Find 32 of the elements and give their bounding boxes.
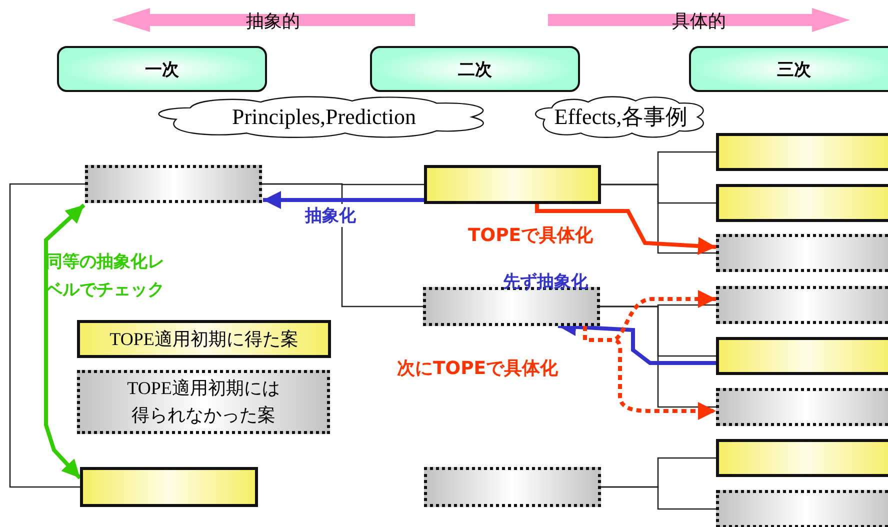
key-box: TOPE適用初期には得られなかった案 xyxy=(77,370,330,434)
edge-label: TOPEで具体化 xyxy=(468,224,594,247)
idea-box xyxy=(85,165,262,203)
key-box: TOPE適用初期に得た案 xyxy=(77,320,331,358)
edge-label: 次にTOPEで具体化 xyxy=(397,357,558,380)
axis-label: 具体的 xyxy=(672,10,726,33)
idea-box xyxy=(716,490,888,527)
arrow xyxy=(263,191,424,209)
idea-box xyxy=(716,388,888,426)
level-box: 二次 xyxy=(370,46,580,92)
idea-box xyxy=(424,467,601,507)
idea-box xyxy=(716,133,888,171)
idea-box xyxy=(716,184,888,222)
connector-line xyxy=(262,183,423,308)
idea-box xyxy=(424,165,601,204)
connector-line xyxy=(601,184,716,254)
idea-box xyxy=(716,439,888,477)
arrow xyxy=(44,204,86,480)
edge-label: 先ず抽象化 xyxy=(503,271,588,293)
connector-line xyxy=(601,486,716,510)
connector-line xyxy=(9,183,85,488)
idea-box xyxy=(80,467,258,507)
level-box: 一次 xyxy=(57,46,267,92)
idea-box xyxy=(716,234,888,272)
arrow xyxy=(583,326,716,420)
idea-box xyxy=(716,337,888,375)
edge-label: 抽象化 xyxy=(303,204,358,227)
level-box: 三次 xyxy=(689,46,888,92)
connector-line xyxy=(600,306,716,408)
arrow xyxy=(535,204,716,255)
idea-box xyxy=(716,286,888,324)
axis-label: 抽象的 xyxy=(246,10,300,33)
